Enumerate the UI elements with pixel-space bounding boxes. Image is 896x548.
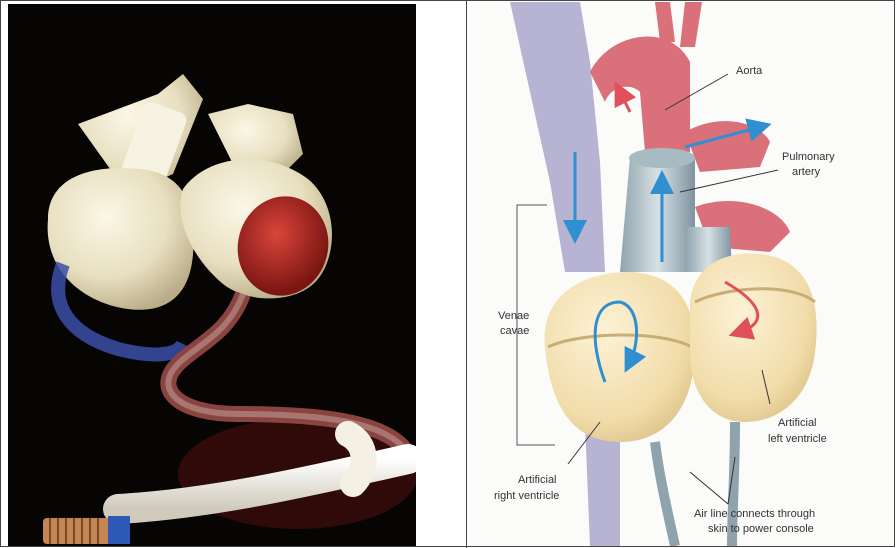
pulmonary-artery-graft bbox=[620, 157, 695, 272]
label-left-ventricle-2: left ventricle bbox=[768, 433, 827, 445]
label-venae-cavae-1: Venae bbox=[498, 310, 529, 322]
artificial-left-ventricle bbox=[690, 253, 817, 422]
label-venae-cavae-2: cavae bbox=[500, 325, 529, 337]
artificial-heart-photo-drawing bbox=[8, 4, 416, 546]
artificial-right-ventricle bbox=[545, 272, 695, 442]
flow-arrow-aorta bbox=[620, 92, 630, 112]
label-aorta: Aorta bbox=[736, 65, 763, 77]
coil-connector bbox=[43, 518, 118, 544]
label-air-line-2: skin to power console bbox=[708, 523, 814, 535]
label-right-ventricle-1: Artificial bbox=[518, 474, 557, 486]
panel-divider bbox=[466, 0, 467, 548]
label-left-ventricle-1: Artificial bbox=[778, 417, 817, 429]
label-pulmonary-artery-2: artery bbox=[792, 166, 821, 178]
label-right-ventricle-2: right ventricle bbox=[494, 490, 559, 502]
artificial-heart-diagram: Aorta Pulmonary artery Venae cavae Artif… bbox=[470, 2, 894, 546]
artificial-heart-diagram-drawing: Aorta Pulmonary artery Venae cavae Artif… bbox=[470, 2, 894, 546]
air-line-right bbox=[655, 442, 675, 546]
aortic-arch bbox=[590, 37, 690, 152]
artificial-heart-photo bbox=[8, 4, 416, 546]
label-pulmonary-artery-1: Pulmonary bbox=[782, 151, 835, 163]
label-air-line-1: Air line connects through bbox=[694, 508, 815, 520]
superior-vena-cava bbox=[510, 2, 605, 272]
